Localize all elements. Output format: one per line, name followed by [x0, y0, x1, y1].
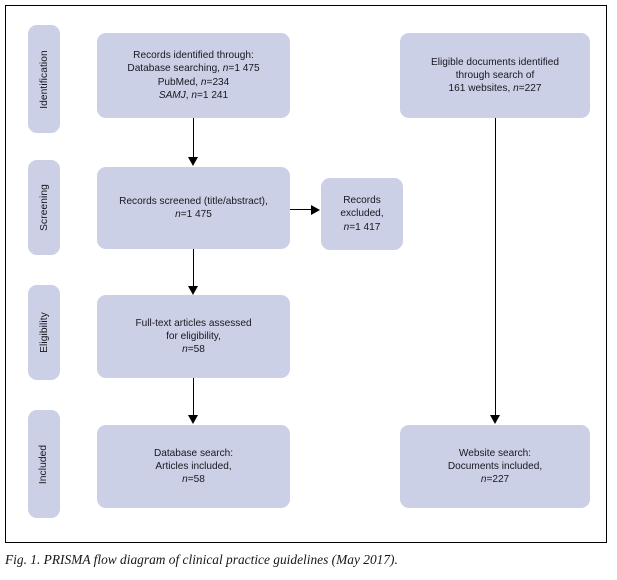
- node-line: SAMJ, n=1 241: [158, 89, 229, 101]
- figure-caption: Fig. 1. PRISMA flow diagram of clinical …: [5, 552, 398, 567]
- node-line: Database search:: [153, 447, 234, 459]
- stage-label-included: Included: [28, 410, 60, 518]
- node-line: Articles included,: [155, 460, 232, 472]
- stage-label-screening: Screening: [28, 160, 60, 255]
- node-records-identified: Records identified through: Database sea…: [97, 33, 290, 118]
- node-line: Eligible documents identified: [431, 56, 559, 68]
- node-line: PubMed, n=234: [157, 76, 230, 88]
- node-line: n=58: [182, 474, 205, 486]
- node-line: Database searching, n=1 475: [127, 63, 260, 75]
- node-website-included: Website search: Documents included, n=22…: [400, 425, 590, 508]
- arrowhead-fulltext-to-included: [187, 415, 198, 424]
- node-line: Documents included,: [447, 460, 543, 472]
- node-line: Records screened (title/abstract),: [119, 195, 268, 207]
- connector-eligible-to-website-included: [494, 118, 496, 416]
- node-records-excluded: Records excluded, n=1 417: [321, 178, 403, 250]
- node-line: through search of: [455, 69, 535, 81]
- arrowhead-eligible-to-website-included: [489, 415, 500, 424]
- connector-fulltext-to-included: [192, 378, 194, 416]
- node-line: n=58: [182, 344, 205, 356]
- stage-label-text: Identification: [38, 49, 50, 109]
- arrowhead-screened-to-fulltext: [187, 286, 198, 295]
- node-fulltext-assessed: Full-text articles assessed for eligibil…: [97, 295, 290, 378]
- node-line: 161 websites, n=227: [448, 83, 542, 95]
- node-line: Full-text articles assessed: [135, 317, 252, 329]
- node-line: n=1 417: [343, 221, 381, 233]
- arrowhead-screened-to-excluded: [311, 204, 320, 215]
- node-line: Records: [343, 195, 381, 207]
- diagram-canvas: Identification Screening Eligibility Inc…: [28, 25, 590, 518]
- node-records-screened: Records screened (title/abstract), n=1 4…: [97, 167, 290, 249]
- node-line: excluded,: [340, 208, 384, 220]
- arrowhead-identified-to-screened: [187, 157, 198, 166]
- connector-screened-to-fulltext: [192, 249, 194, 287]
- node-database-included: Database search: Articles included, n=58: [97, 425, 290, 508]
- connector-identified-to-screened: [192, 118, 194, 158]
- node-line: Records identified through:: [133, 49, 254, 61]
- stage-label-text: Included: [38, 444, 50, 484]
- node-line: Website search:: [458, 447, 532, 459]
- connector-screened-to-excluded: [290, 208, 312, 210]
- stage-label-text: Eligibility: [38, 312, 50, 353]
- node-line: n=1 475: [175, 209, 212, 220]
- node-eligible-documents: Eligible documents identified through se…: [400, 33, 590, 118]
- node-line: for eligibility,: [166, 330, 221, 342]
- stage-label-eligibility: Eligibility: [28, 285, 60, 380]
- stage-label-identification: Identification: [28, 25, 60, 133]
- node-line: n=227: [480, 474, 510, 486]
- stage-label-text: Screening: [38, 184, 50, 231]
